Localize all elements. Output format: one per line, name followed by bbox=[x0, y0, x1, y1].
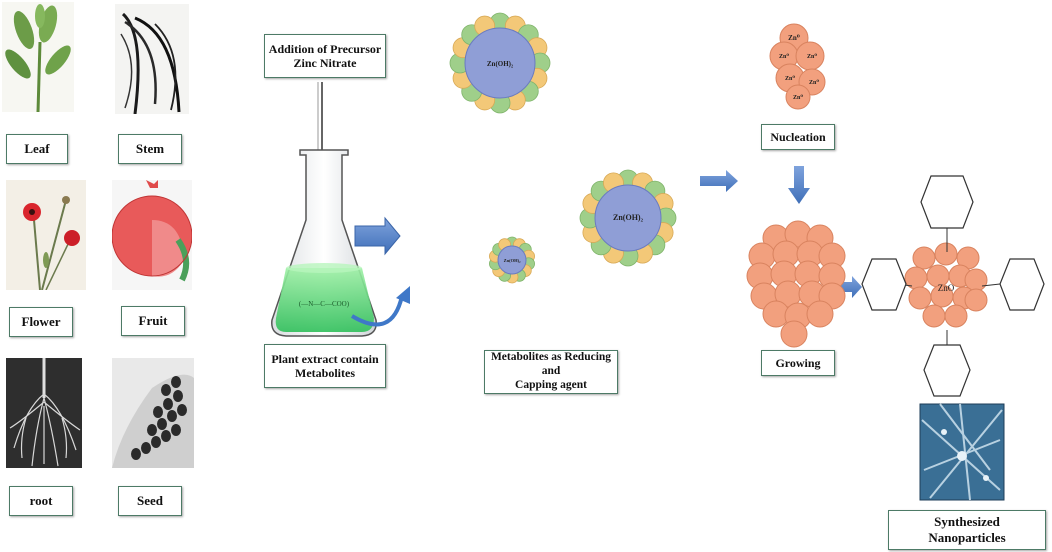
zn-atom bbox=[912, 246, 936, 270]
metabolites-text: Metabolites as Reducing and Capping agen… bbox=[490, 351, 612, 391]
zn-atom bbox=[934, 242, 958, 266]
flower-image bbox=[6, 180, 86, 290]
precursor-box: Addition of Precursor Zinc Nitrate bbox=[264, 34, 386, 78]
zn0-label-6: Zn⁰ bbox=[793, 94, 803, 101]
zn-oh-label-large: Zn(OH)₂ bbox=[613, 213, 644, 222]
zno-label: ZnO bbox=[938, 283, 955, 293]
nucleation-text: Nucleation bbox=[770, 129, 826, 144]
sem-image bbox=[919, 403, 1005, 501]
synthesized-text: Synthesized Nanoparticles bbox=[928, 514, 1006, 545]
seed-label-text: Seed bbox=[137, 493, 163, 509]
leaf-label-text: Leaf bbox=[24, 141, 50, 157]
zn-atom bbox=[908, 286, 932, 310]
fruit-image bbox=[112, 180, 192, 290]
growing-box: Growing bbox=[761, 350, 835, 376]
root-label: root bbox=[9, 486, 73, 516]
arrow-to-zno bbox=[840, 276, 862, 298]
metabolites-box: Metabolites as Reducing and Capping agen… bbox=[484, 350, 618, 394]
hexagon-right bbox=[999, 258, 1045, 311]
leaf-label: Leaf bbox=[6, 134, 68, 164]
zn0-label-3: Zn⁰ bbox=[807, 53, 817, 60]
fruit-label-text: Fruit bbox=[138, 313, 168, 329]
zn-oh-label-top: Zn(OH)₂ bbox=[487, 60, 513, 68]
root-label-text: root bbox=[29, 493, 53, 509]
plant-extract-text: Plant extract contain Metabolites bbox=[271, 351, 379, 380]
zn-atom bbox=[964, 288, 988, 312]
hexagon-bottom bbox=[923, 344, 971, 397]
zn-atom bbox=[780, 320, 808, 348]
nucleation-box: Nucleation bbox=[761, 124, 835, 150]
flower-label-text: Flower bbox=[21, 314, 61, 330]
plant-extract-box: Plant extract contain Metabolites bbox=[264, 344, 386, 388]
hexagon-top bbox=[920, 175, 974, 229]
zn0-label-2: Zn⁰ bbox=[779, 53, 789, 60]
zn-atom bbox=[806, 300, 834, 328]
zn-atom bbox=[922, 304, 946, 328]
hexagon-left bbox=[861, 258, 907, 311]
flower-label: Flower bbox=[9, 307, 73, 337]
zno-structure: ZnO bbox=[861, 175, 1045, 397]
zn-oh-particle-small: Zn(OH)₂ bbox=[489, 236, 535, 284]
arrow-flask-right bbox=[354, 216, 401, 256]
zn-oh-particle-large: Zn(OH)₂ bbox=[579, 169, 677, 267]
flask-icon: (—N—C—COO) bbox=[271, 149, 377, 337]
zn0-label-5: Zn⁰ bbox=[809, 79, 819, 86]
arrow-down-growing bbox=[788, 166, 810, 204]
zn-oh-particle-top: Zn(OH)₂ bbox=[449, 12, 551, 114]
seed-label: Seed bbox=[118, 486, 182, 516]
precursor-text: Addition of Precursor Zinc Nitrate bbox=[268, 41, 382, 70]
growing-cluster bbox=[746, 220, 846, 348]
zn-oh-label-small: Zn(OH)₂ bbox=[504, 258, 522, 263]
zn0-label-4: Zn⁰ bbox=[785, 75, 795, 82]
growing-text: Growing bbox=[775, 355, 821, 370]
curved-arrow bbox=[350, 295, 404, 327]
nucleation-cluster: Zn⁰ Zn⁰ Zn⁰ Zn⁰ Zn⁰ Zn⁰ bbox=[769, 23, 826, 110]
root-image bbox=[6, 358, 82, 468]
stem-label: Stem bbox=[118, 134, 182, 164]
zn0-label-1: Zn⁰ bbox=[788, 34, 800, 42]
zn-atom bbox=[944, 304, 968, 328]
svg-text:(—N—C—COO): (—N—C—COO) bbox=[299, 300, 350, 308]
arrow-to-nucleation bbox=[700, 170, 738, 192]
synthesized-box: Synthesized Nanoparticles bbox=[888, 510, 1046, 550]
stem-label-text: Stem bbox=[135, 141, 165, 157]
stem-image bbox=[115, 4, 189, 114]
leaf-image bbox=[2, 2, 74, 112]
seed-image bbox=[112, 358, 194, 468]
fruit-label: Fruit bbox=[121, 306, 185, 336]
